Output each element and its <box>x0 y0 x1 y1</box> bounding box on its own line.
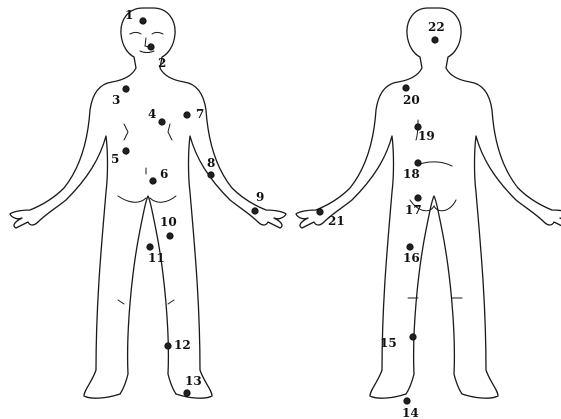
point-8-label: 8 <box>207 156 215 170</box>
point-12-dot <box>165 343 172 350</box>
point-3-dot <box>123 86 130 93</box>
point-8-dot <box>208 172 215 179</box>
point-3: 3 <box>112 86 129 107</box>
point-16: 16 <box>403 244 420 265</box>
point-15: 15 <box>380 334 416 350</box>
point-10: 10 <box>160 215 177 239</box>
point-7: 7 <box>184 107 205 121</box>
back-body-figure <box>296 8 561 398</box>
point-11: 11 <box>147 244 165 265</box>
point-16-label: 16 <box>403 251 420 265</box>
point-2-label: 2 <box>158 56 166 70</box>
point-15-label: 15 <box>380 336 397 350</box>
point-2-dot <box>148 44 155 51</box>
point-1-dot <box>140 18 147 25</box>
point-6: 6 <box>150 167 169 184</box>
point-2: 2 <box>148 44 167 70</box>
point-21: 21 <box>317 209 345 228</box>
point-22: 22 <box>428 20 445 43</box>
point-9: 9 <box>252 190 265 214</box>
point-21-dot <box>317 209 324 216</box>
point-19: 19 <box>415 124 435 143</box>
point-5: 5 <box>111 148 129 166</box>
point-3-label: 3 <box>112 93 120 107</box>
point-1-label: 1 <box>125 8 133 22</box>
point-17-label: 17 <box>405 203 422 217</box>
point-7-dot <box>184 112 191 119</box>
point-17-dot <box>415 195 422 202</box>
point-18: 18 <box>403 160 421 181</box>
point-14-dot <box>404 398 411 405</box>
point-11-dot <box>147 244 154 251</box>
point-5-label: 5 <box>111 152 119 166</box>
point-4-dot <box>159 119 166 126</box>
point-1: 1 <box>125 8 146 24</box>
point-9-dot <box>252 208 259 215</box>
point-9-label: 9 <box>256 190 264 204</box>
point-6-label: 6 <box>160 167 168 181</box>
point-15-dot <box>410 334 417 341</box>
point-8: 8 <box>207 156 215 178</box>
point-18-dot <box>415 160 422 167</box>
point-12-label: 12 <box>174 338 191 352</box>
point-18-label: 18 <box>403 167 420 181</box>
point-19-label: 19 <box>418 129 435 143</box>
point-4: 4 <box>148 107 165 125</box>
point-22-label: 22 <box>428 20 445 34</box>
point-4-label: 4 <box>148 107 156 121</box>
front-body-figure <box>10 8 286 398</box>
point-5-dot <box>123 148 130 155</box>
point-16-dot <box>407 244 414 251</box>
point-10-dot <box>167 233 174 240</box>
point-13: 13 <box>184 374 202 396</box>
point-11-label: 11 <box>148 251 165 265</box>
point-13-label: 13 <box>185 374 202 388</box>
point-20: 20 <box>403 85 420 107</box>
point-17: 17 <box>405 195 422 217</box>
point-10-label: 10 <box>160 215 177 229</box>
point-20-label: 20 <box>403 93 420 107</box>
point-14: 14 <box>402 398 419 419</box>
point-6-dot <box>150 178 157 185</box>
point-7-label: 7 <box>196 107 204 121</box>
point-14-label: 14 <box>402 406 419 419</box>
point-20-dot <box>403 85 410 92</box>
point-22-dot <box>432 37 439 44</box>
point-21-label: 21 <box>328 214 345 228</box>
point-13-dot <box>184 390 191 397</box>
